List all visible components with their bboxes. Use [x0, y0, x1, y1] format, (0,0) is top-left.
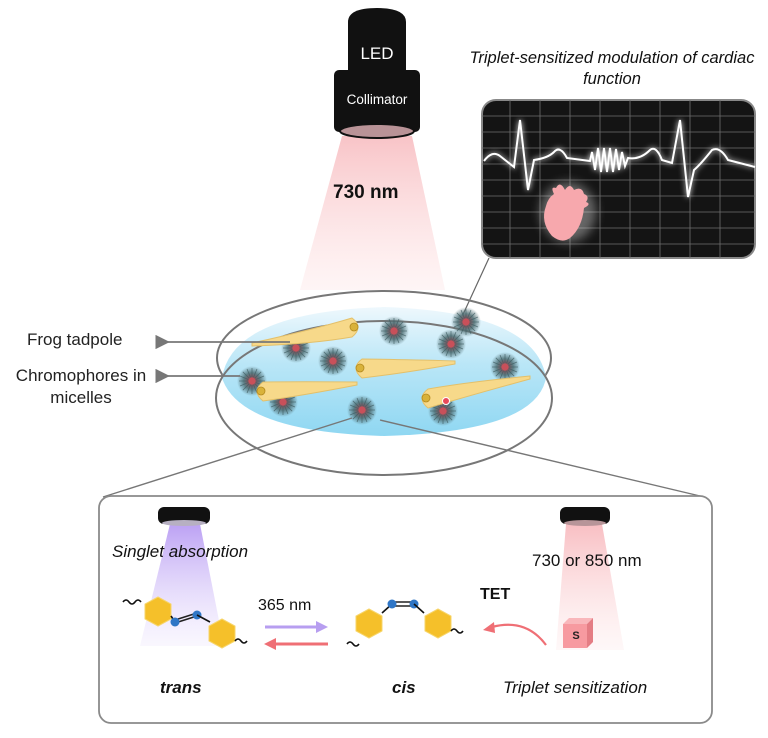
tet-arrow-head [483, 622, 495, 633]
azo-atom-icon [170, 617, 180, 627]
small-led-icon [158, 507, 210, 524]
benzene-ring-icon [355, 608, 383, 639]
sensitizer-cube-icon [563, 618, 593, 648]
zoom-line-left [102, 417, 353, 498]
tadpole-icon [256, 381, 358, 402]
sensitizer-label: S [572, 630, 580, 642]
micelle-icon [436, 329, 466, 359]
tadpole-icon [251, 317, 359, 347]
tet-arrow [491, 623, 547, 646]
cardiac-panel-title: Triplet-sensitized modulation of cardiac… [469, 49, 755, 88]
forward-wavelength-label: 365 nm [258, 597, 312, 614]
heart-icon [544, 184, 589, 241]
benzene-ring-icon [144, 596, 172, 627]
micelle-icon [451, 307, 481, 337]
trans-isomer-label: trans [160, 678, 202, 697]
tadpole-heart-marker [442, 397, 450, 405]
cis-molecule [346, 599, 464, 647]
zoom-line-right [379, 419, 701, 497]
chromophores-label: Chromophores in micelles [6, 365, 156, 409]
micelle-icon [318, 346, 348, 376]
triplet-sensitization-label: Triplet sensitization [503, 678, 648, 697]
tet-label: TET [480, 586, 511, 603]
tadpole-label: Frog tadpole [27, 330, 123, 349]
benzene-ring-icon [424, 608, 452, 639]
benzene-ring-icon [208, 618, 236, 649]
ecg-trace-icon [483, 119, 756, 198]
mechanism-panel [98, 495, 713, 724]
reverse-arrow-head [264, 638, 276, 650]
small-led-icon [560, 507, 610, 524]
cardiac-monitor [481, 99, 756, 259]
trans-molecule [122, 596, 248, 649]
micelle-icon [347, 395, 377, 425]
collimator-lens [339, 123, 415, 139]
triplet-wavelength-label: 730 or 850 nm [532, 551, 642, 570]
collimator-body-icon [334, 70, 420, 132]
tadpole-icon [355, 358, 456, 379]
petri-dish [215, 290, 553, 476]
led-label: LED [360, 44, 394, 63]
cis-isomer-label: cis [392, 678, 416, 697]
collimator-label: Collimator [346, 92, 408, 107]
led-body-icon [348, 8, 406, 72]
forward-arrow-head [316, 621, 328, 633]
led-collimator [300, 8, 445, 290]
micelle-icon [379, 316, 409, 346]
light-beam-730 [300, 136, 445, 290]
chromophores-label-text: Chromophores in micelles [15, 366, 147, 407]
azo-atom-icon [387, 599, 397, 609]
singlet-absorption-label: Singlet absorption [112, 542, 249, 561]
excitation-wavelength-label: 730 nm [333, 182, 399, 203]
